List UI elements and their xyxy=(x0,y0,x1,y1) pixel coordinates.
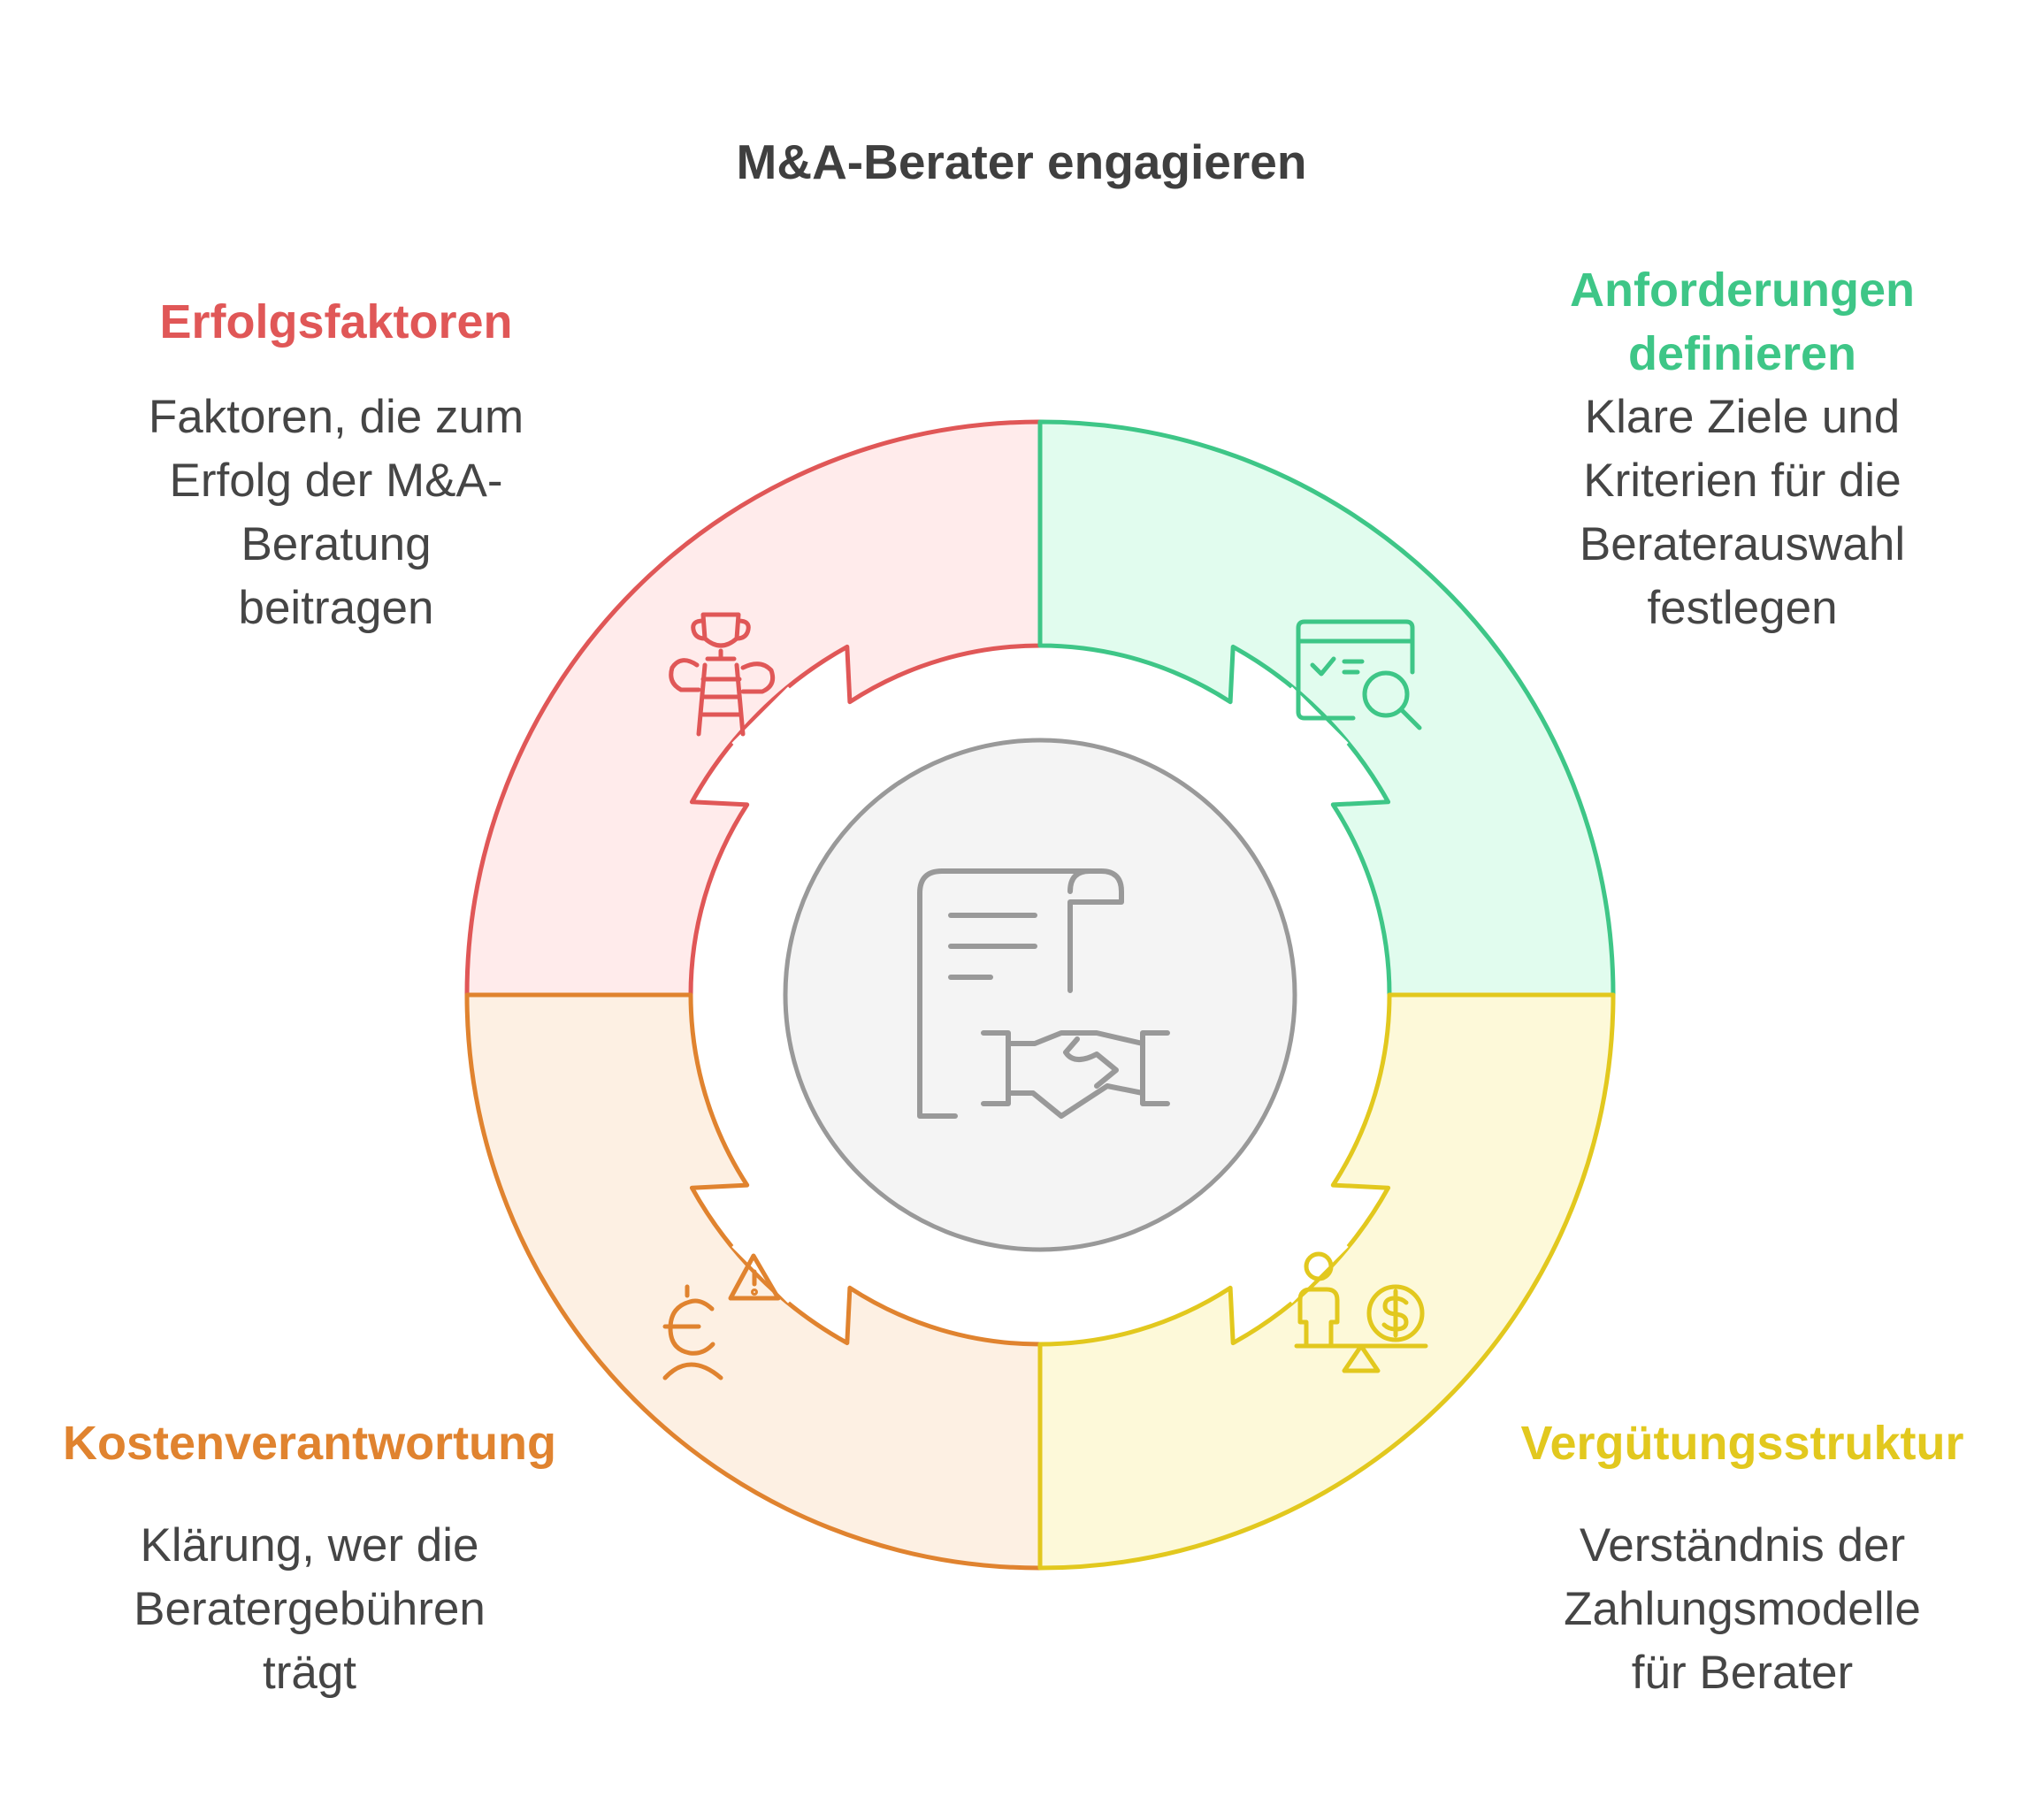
check-mark xyxy=(1310,656,1336,677)
segment-gap xyxy=(1196,1151,1349,1304)
description-line: beitragen xyxy=(238,582,434,634)
trophy-handle xyxy=(734,618,751,641)
handshake-bottom xyxy=(1006,1083,1145,1119)
segment-text-anforderungen: Anforderungen definieren Klare Ziele und… xyxy=(1495,258,1990,640)
contract-page xyxy=(917,868,1124,1119)
trophy-handle xyxy=(691,618,708,641)
magnifier-lens xyxy=(1362,670,1410,718)
magnifier-handle xyxy=(1399,707,1422,730)
person-body xyxy=(1297,1287,1340,1347)
browser-window xyxy=(1296,619,1415,721)
cloud-right xyxy=(740,661,776,694)
warning-dot xyxy=(751,1289,758,1296)
person-head xyxy=(1304,1251,1334,1281)
segment-text-erfolgsfaktoren: Erfolgsfaktoren Faktoren, die zum Erfolg… xyxy=(88,290,584,640)
description-line: für Berater xyxy=(1631,1647,1854,1699)
description-line: Klare Ziele und xyxy=(1584,391,1901,443)
handshake-cuff-left xyxy=(981,1030,1011,1106)
description-line: Faktoren, die zum xyxy=(148,391,524,443)
checklist-search-icon xyxy=(1296,619,1422,730)
ring-segments xyxy=(464,419,1616,1571)
segment-text-verguetungsstruktur: Vergütungsstruktur Verständnis der Zahlu… xyxy=(1495,1411,1990,1705)
trophy-ladder-icon xyxy=(669,612,776,737)
description-line: Verständnis der xyxy=(1579,1519,1906,1571)
center-circle xyxy=(783,738,1297,1252)
handshake-fingers xyxy=(1063,1036,1119,1089)
heading-erfolgsfaktoren: Erfolgsfaktoren xyxy=(159,295,513,348)
description-line: festlegen xyxy=(1647,582,1838,634)
euro-person-warning-icon xyxy=(662,1253,781,1380)
description-line: trägt xyxy=(262,1647,357,1699)
diagram-title: M&A-Berater engagieren xyxy=(736,134,1307,189)
person-dollar-scale-icon xyxy=(1294,1251,1428,1373)
cloud-left xyxy=(669,658,701,692)
person-shoulders xyxy=(662,1362,723,1380)
segment-gap xyxy=(1196,686,1349,839)
center-disc xyxy=(783,738,1297,1252)
description-line: Klärung, wer die xyxy=(140,1519,479,1571)
segment-gap xyxy=(731,686,884,839)
description-line: Beratergebühren xyxy=(134,1583,486,1635)
description-line: Erfolg der M&A- xyxy=(169,455,503,507)
ladder-rail xyxy=(734,662,746,737)
heading-kostenverantwortung: Kostenverantwortung xyxy=(62,1417,557,1470)
heading-verguetungsstruktur: Vergütungsstruktur xyxy=(1520,1417,1964,1470)
dollar-coin xyxy=(1366,1284,1425,1342)
description-line: Zahlungsmodelle xyxy=(1564,1583,1921,1635)
heading-anforderungen-line: Anforderungen xyxy=(1570,264,1915,317)
segment-icons xyxy=(662,612,1428,1380)
segment-gap xyxy=(731,1151,884,1304)
contract-handshake-icon xyxy=(917,868,1170,1119)
scale-fulcrum xyxy=(1342,1343,1381,1373)
warning-triangle xyxy=(728,1253,781,1301)
contract-scroll-curl xyxy=(1067,868,1092,894)
heading-anforderungen-line: definieren xyxy=(1627,327,1857,380)
description-line: Beraterauswahl xyxy=(1579,518,1906,570)
description-line: Kriterien für die xyxy=(1583,455,1901,507)
handshake-cuff-right xyxy=(1140,1030,1170,1106)
segment-verguetungsstruktur xyxy=(1037,992,1616,1571)
ladder-rail xyxy=(696,662,708,737)
description-line: Beratung xyxy=(241,518,432,570)
handshake-top xyxy=(1006,1030,1145,1046)
segment-text-kostenverantwortung: Kostenverantwortung Klärung, wer die Ber… xyxy=(62,1411,557,1705)
